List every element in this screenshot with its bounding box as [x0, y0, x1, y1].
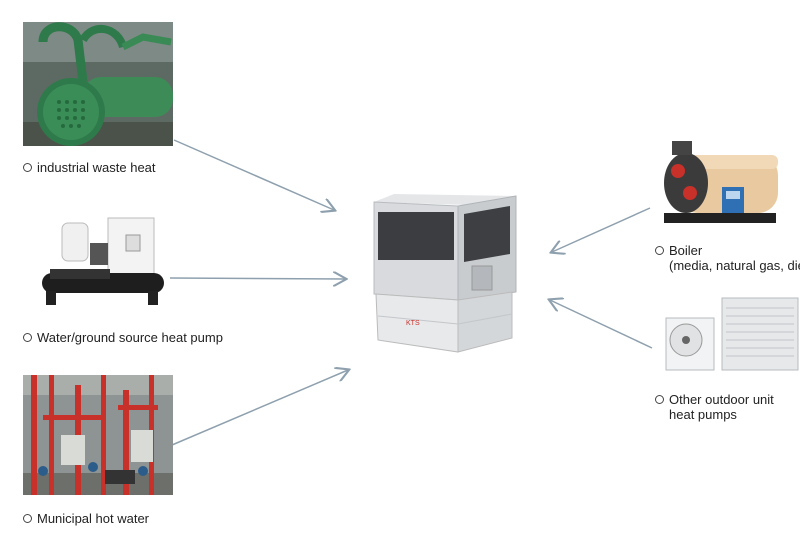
bullet-icon: [23, 163, 32, 172]
arrow-outdoor-unit: [550, 300, 653, 349]
boiler-photo: [660, 135, 780, 227]
water-source-heat-pump-photo: [40, 213, 166, 308]
outdoor-unit-photo: [664, 296, 800, 374]
label-boiler: Boiler (media, natural gas, dies: [655, 243, 800, 273]
heat-unit-photo: KTS: [370, 192, 518, 358]
bullet-icon: [655, 246, 664, 255]
pipework-room-photo: [23, 375, 173, 495]
brand-logo: KTS: [406, 320, 420, 327]
bullet-icon: [23, 333, 32, 342]
arrow-municipal: [171, 370, 348, 446]
arrow-boiler: [552, 207, 651, 252]
arrow-waste-heat: [173, 139, 334, 210]
label-water-ground-source-heat-pump: Water/ground source heat pump: [23, 330, 223, 345]
label-other-outdoor-unit-heat-pumps: Other outdoor unit heat pumps: [655, 392, 774, 422]
label-municipal-hot-water: Municipal hot water: [23, 511, 149, 526]
heat-exchanger-photo: [23, 22, 173, 146]
bullet-icon: [23, 514, 32, 523]
label-industrial-waste-heat: industrial waste heat: [23, 160, 156, 175]
bullet-icon: [655, 395, 664, 404]
arrow-ground-source: [169, 278, 345, 279]
